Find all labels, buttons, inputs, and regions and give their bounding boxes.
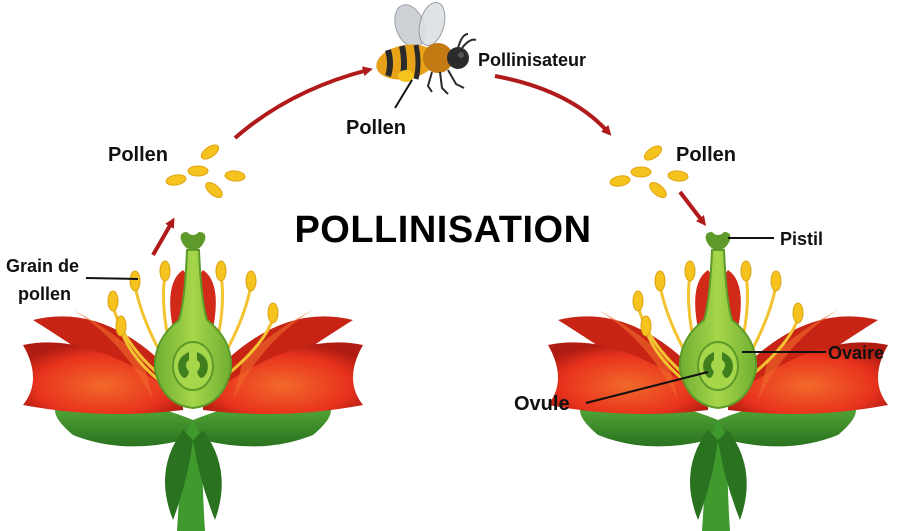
label-pollinator: Pollinisateur [478, 50, 586, 70]
arrow-bee-to-pollen [494, 74, 612, 136]
label-ovule: Ovule [514, 393, 570, 415]
arrow-pollen-to-pistil [678, 190, 707, 226]
label-grain-line1: Grain de [6, 256, 79, 276]
flower-right [546, 230, 890, 531]
bee-icon [376, 2, 477, 95]
arrow-flower-to-pollen [151, 217, 175, 256]
flower-left [21, 230, 365, 531]
label-pistil: Pistil [780, 229, 823, 249]
label-pollen-right: Pollen [676, 144, 736, 166]
leader-pollen-bee [394, 79, 413, 109]
diagram-title: POLLINISATION [294, 209, 591, 251]
label-ovary: Ovaire [828, 343, 884, 363]
leader-grain [85, 277, 139, 280]
pollen-cluster-right [609, 145, 689, 198]
arrow-pollen-to-bee [233, 66, 373, 140]
pollen-cluster-left [165, 144, 246, 198]
leader-ovule [585, 371, 709, 404]
label-pollen-bee: Pollen [346, 117, 406, 139]
label-grain-line2: pollen [18, 284, 71, 304]
label-pollen-left: Pollen [108, 144, 168, 166]
leader-lines [85, 79, 826, 404]
flow-arrows [151, 66, 707, 256]
